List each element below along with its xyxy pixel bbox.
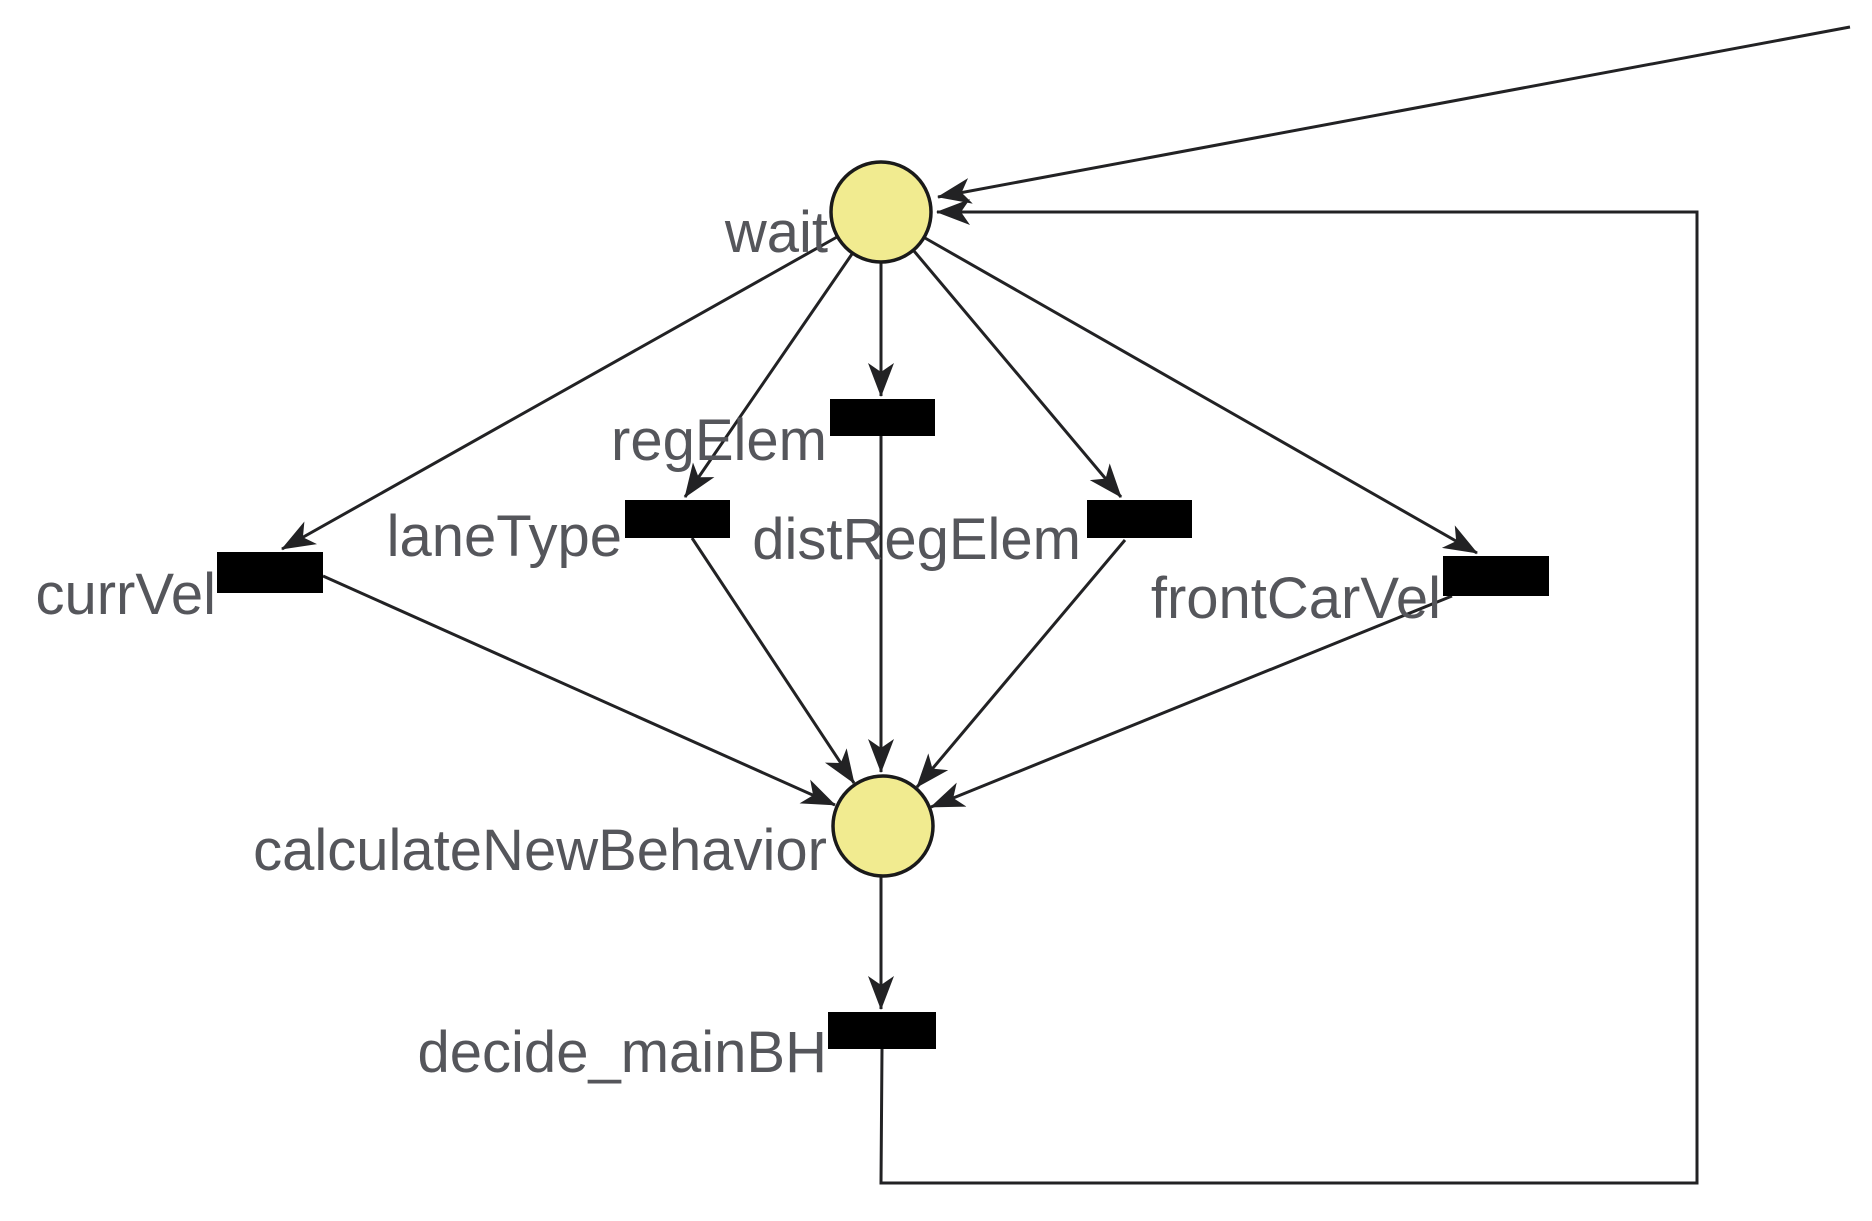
transition-decide-mainbh[interactable] bbox=[828, 1012, 936, 1049]
arc-wait-to-currvel bbox=[281, 235, 838, 551]
arc-distregelem-to-calculatenewbehavior bbox=[915, 539, 1127, 788]
label-currvel: currVel bbox=[35, 562, 216, 627]
label-regelem: regElem bbox=[611, 408, 827, 473]
arc-external-to-wait bbox=[937, 25, 1851, 204]
label-wait: wait bbox=[724, 200, 828, 265]
arc-lanetype-to-calculatenewbehavior bbox=[690, 537, 856, 784]
label-frontcarvel: frontCarVel bbox=[1151, 566, 1441, 631]
labels-layer: wait calculateNewBehavior currVel laneTy… bbox=[35, 200, 1441, 1085]
label-distregelem: distRegElem bbox=[752, 507, 1081, 572]
transition-regelem[interactable] bbox=[830, 399, 935, 436]
arc-wait-to-lanetype bbox=[683, 253, 854, 498]
place-wait[interactable] bbox=[829, 160, 933, 264]
places-layer bbox=[829, 160, 935, 878]
label-calculatenewbehavior: calculateNewBehavior bbox=[253, 818, 827, 883]
place-calculatenewbehavior[interactable] bbox=[831, 774, 935, 878]
transition-distregelem[interactable] bbox=[1087, 500, 1192, 538]
label-decide-mainbh: decide_mainBH bbox=[418, 1020, 827, 1085]
transition-lanetype[interactable] bbox=[625, 500, 730, 538]
transitions-layer bbox=[217, 399, 1549, 1049]
label-lanetype: laneType bbox=[387, 504, 622, 569]
arc-currvel-to-calculatenewbehavior bbox=[322, 574, 836, 807]
arc-decide-mainbh-to-wait-loop bbox=[879, 199, 1699, 1185]
transition-frontcarvel[interactable] bbox=[1443, 556, 1549, 596]
arc-wait-to-frontcarvel bbox=[924, 236, 1478, 555]
transition-currvel[interactable] bbox=[217, 552, 323, 593]
arcs-layer bbox=[281, 25, 1851, 1185]
arc-wait-to-distregelem bbox=[912, 250, 1123, 498]
arc-frontcarvel-to-calculatenewbehavior bbox=[930, 594, 1453, 809]
